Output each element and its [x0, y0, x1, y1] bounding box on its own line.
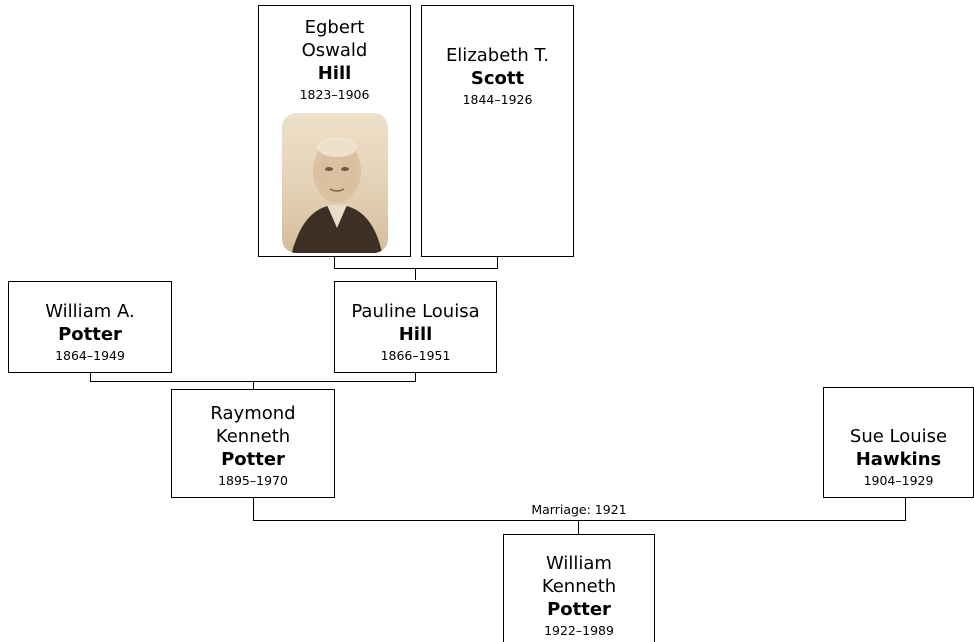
given-name: William A.: [45, 301, 135, 322]
marriage-connector: [905, 498, 906, 520]
given-name: William: [546, 553, 612, 574]
child-connector: [578, 520, 579, 534]
surname: Potter: [221, 449, 285, 470]
given-name-2: Oswald: [301, 40, 368, 61]
marriage-connector: [253, 498, 254, 520]
child-connector: [415, 268, 416, 280]
couple-connector: [90, 373, 91, 381]
given-name-2: Kenneth: [541, 576, 617, 597]
surname: Scott: [470, 68, 525, 89]
life-years: 1922–1989: [544, 623, 614, 638]
surname: Potter: [547, 599, 611, 620]
life-years: 1895–1970: [218, 473, 288, 488]
given-name: Elizabeth T.: [445, 45, 550, 66]
surname: Hawkins: [855, 449, 942, 470]
surname: Hill: [398, 324, 433, 345]
surname: Hill: [317, 63, 352, 84]
life-years: 1823–1906: [299, 87, 370, 102]
life-years: 1844–1926: [462, 92, 533, 107]
child-connector: [253, 381, 254, 389]
couple-connector: [497, 257, 498, 268]
person-sue-hawkins[interactable]: Sue Louise Hawkins 1904–1929: [823, 387, 974, 498]
life-years: 1904–1929: [863, 473, 934, 488]
given-name: Sue Louise: [849, 426, 948, 447]
couple-connector: [334, 257, 335, 268]
person-egbert-hill[interactable]: Egbert Oswald Hill 1823–1906: [258, 5, 411, 257]
person-william-k-potter[interactable]: William Kenneth Potter 1922–1989: [503, 534, 655, 642]
couple-connector: [415, 373, 416, 381]
marriage-connector: [253, 520, 906, 521]
given-name: Egbert: [304, 17, 365, 38]
marriage-label: Marriage: 1921: [513, 502, 645, 518]
person-elizabeth-scott[interactable]: Elizabeth T. Scott 1844–1926: [421, 5, 574, 257]
life-years: 1866–1951: [380, 348, 451, 363]
person-pauline-hill[interactable]: Pauline Louisa Hill 1866–1951: [334, 281, 497, 373]
given-name: Pauline Louisa: [351, 301, 480, 322]
person-william-a-potter[interactable]: William A. Potter 1864–1949: [8, 281, 172, 373]
portrait-photo-icon: [281, 113, 388, 253]
couple-connector: [334, 268, 498, 269]
surname: Potter: [58, 324, 122, 345]
person-raymond-potter[interactable]: Raymond Kenneth Potter 1895–1970: [171, 389, 335, 498]
given-name: Raymond: [210, 403, 296, 424]
life-years: 1864–1949: [55, 348, 125, 363]
given-name-2: Kenneth: [215, 426, 291, 447]
